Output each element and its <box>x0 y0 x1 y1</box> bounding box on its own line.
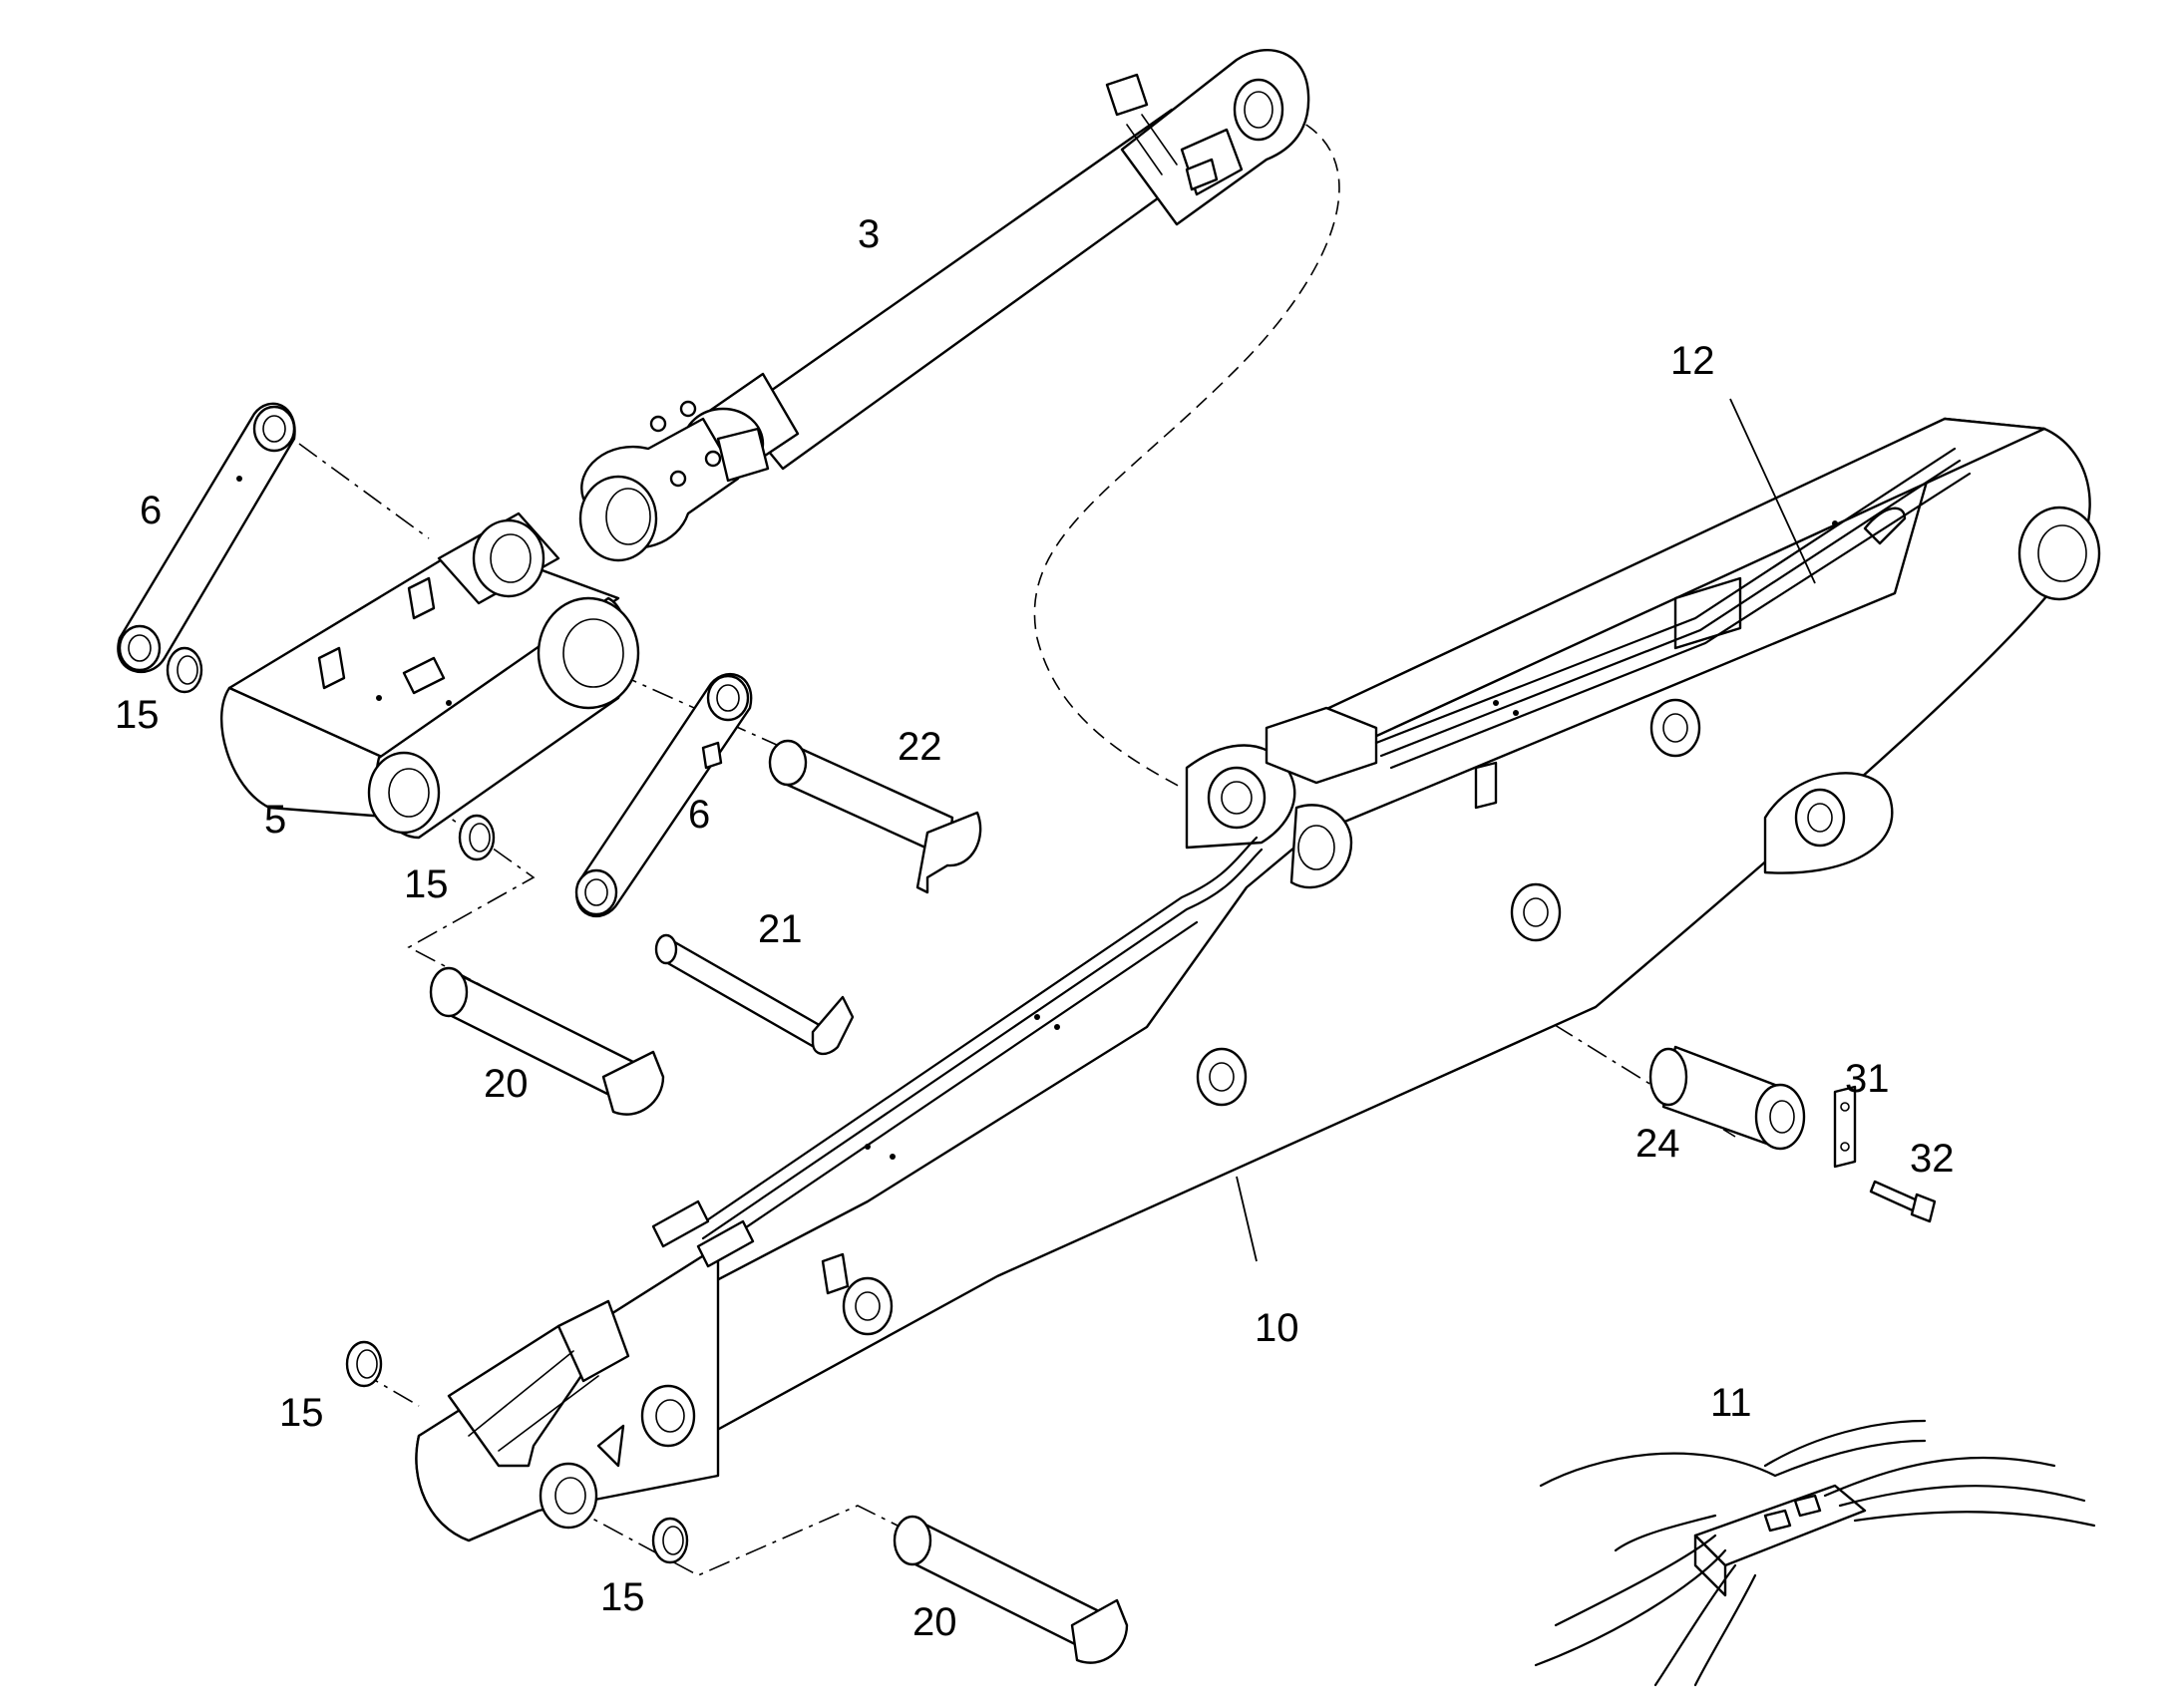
pin-part-22 <box>768 739 982 894</box>
callout-11: 11 <box>1710 1381 1752 1425</box>
callout-20-upper: 20 <box>484 1062 529 1106</box>
pin-part-20-lower <box>893 1515 1129 1664</box>
washer-15-a <box>166 646 203 694</box>
callout-15-upper-left: 15 <box>115 693 160 737</box>
callout-15-lower-right: 15 <box>600 1575 645 1619</box>
boom-part-10 <box>415 417 2101 1542</box>
callout-labels: 3 12 6 15 5 15 22 6 21 20 24 31 32 10 15… <box>115 212 1955 1644</box>
leader-12 <box>1729 398 1816 584</box>
leader-lines <box>1236 398 1816 1262</box>
callout-15-lower-left: 15 <box>279 1391 324 1435</box>
callout-10: 10 <box>1255 1306 1299 1350</box>
callout-24: 24 <box>1635 1122 1680 1166</box>
callout-20-lower: 20 <box>912 1600 957 1644</box>
callout-31: 31 <box>1845 1057 1890 1101</box>
link-part-6-left <box>117 402 296 674</box>
callout-32: 32 <box>1910 1137 1955 1181</box>
bolt-part-32 <box>1869 1180 1937 1223</box>
pin-20-lower-axis-line-2 <box>567 1505 908 1576</box>
leader-10 <box>1236 1176 1258 1262</box>
washer-15-d <box>651 1517 689 1564</box>
pin-part-20-upper <box>429 966 665 1116</box>
hose-lines-part-12 <box>651 447 1972 1268</box>
callout-15-upper-right: 15 <box>404 862 449 906</box>
hydraulic-cylinder-part-3 <box>578 48 1310 562</box>
plate-part-31 <box>1833 1085 1857 1169</box>
link-axis-line <box>298 443 430 539</box>
pin-part-21 <box>654 933 855 1056</box>
callout-22: 22 <box>898 725 942 769</box>
hose-route-dashed-line <box>1033 114 1340 789</box>
washer-15-b <box>458 814 496 861</box>
bracket-part-5 <box>220 512 640 840</box>
callout-12: 12 <box>1670 339 1715 383</box>
callout-6-right: 6 <box>688 793 710 837</box>
callout-3: 3 <box>858 212 880 256</box>
pin-part-24 <box>1648 1045 1806 1151</box>
callout-6-left: 6 <box>140 489 162 532</box>
washers-part-15 <box>166 646 689 1564</box>
hose-assembly-part-11 <box>1534 1419 2096 1687</box>
callout-21: 21 <box>758 907 803 951</box>
callout-5: 5 <box>264 798 286 842</box>
washer-15-c <box>345 1340 383 1388</box>
link-part-6-right <box>574 672 753 918</box>
